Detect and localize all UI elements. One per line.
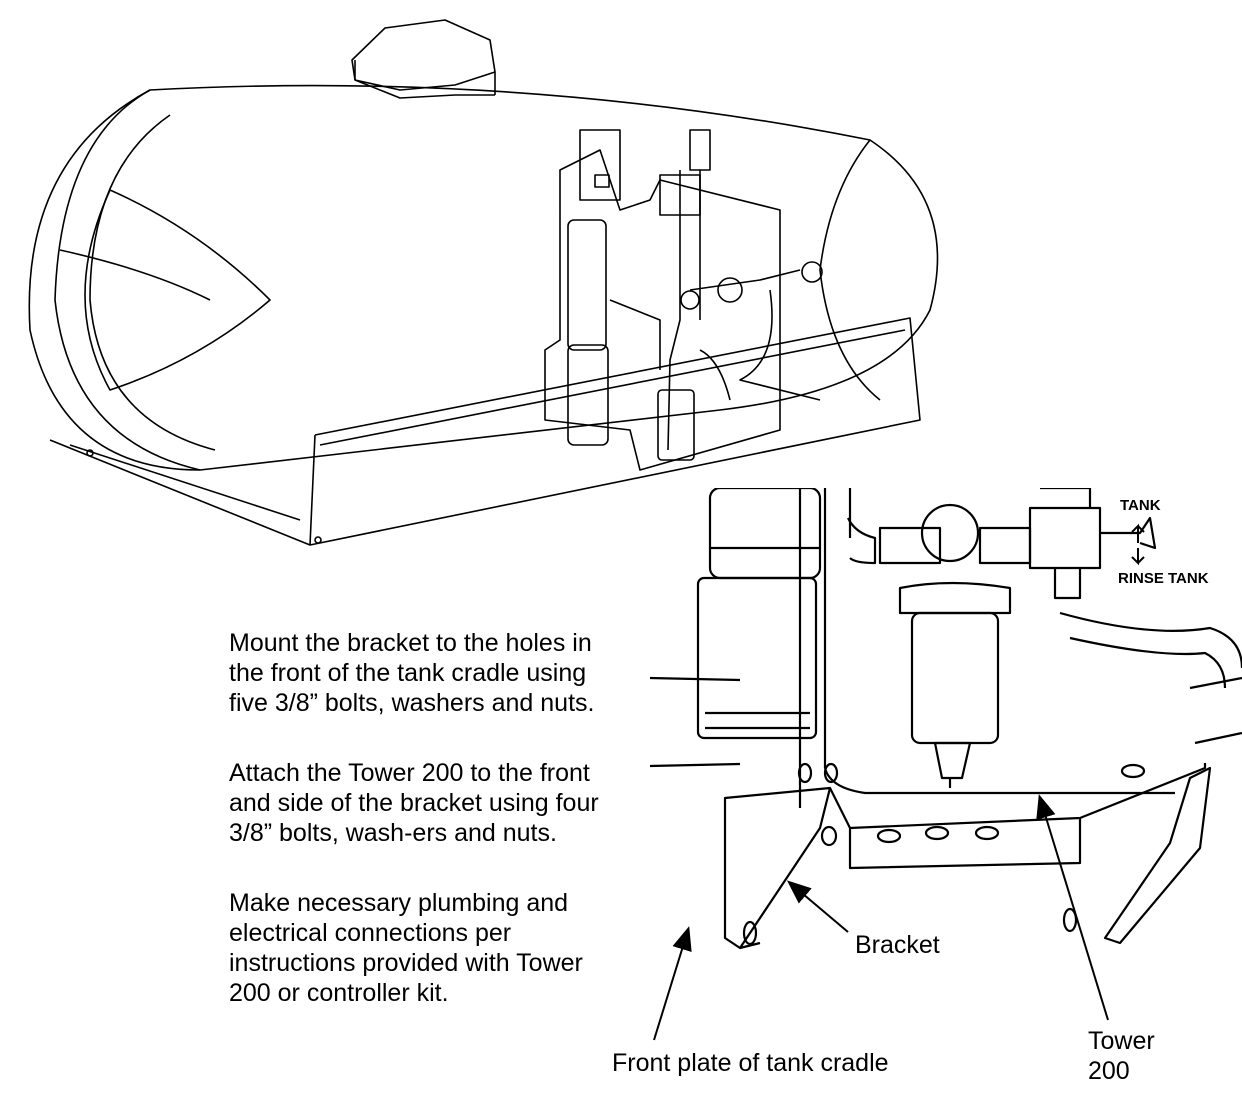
tank-assembly-illustration	[28, 19, 939, 546]
bracket-callout: Bracket	[855, 931, 940, 959]
tower-callout: Tower 200	[1088, 1027, 1155, 1085]
rinse-tank-label: RINSE TANK	[1118, 570, 1209, 587]
arrow-down-icon	[1131, 548, 1145, 566]
instruction-connections: Make necessary plumbing and electrical c…	[229, 889, 583, 1007]
front-plate-callout: Front plate of tank cradle	[612, 1049, 889, 1077]
instruction-attach-tower: Attach the Tower 200 to the front and si…	[229, 759, 599, 847]
instruction-mount-bracket: Mount the bracket to the holes in the fr…	[229, 629, 595, 717]
arrow-up-icon	[1131, 523, 1145, 543]
rinse-tank-label-text: RINSE TANK	[1118, 570, 1209, 587]
tank-label: TANK	[1120, 497, 1161, 514]
bracket-detail-illustration: TANK RINSE TANK	[650, 488, 1242, 950]
